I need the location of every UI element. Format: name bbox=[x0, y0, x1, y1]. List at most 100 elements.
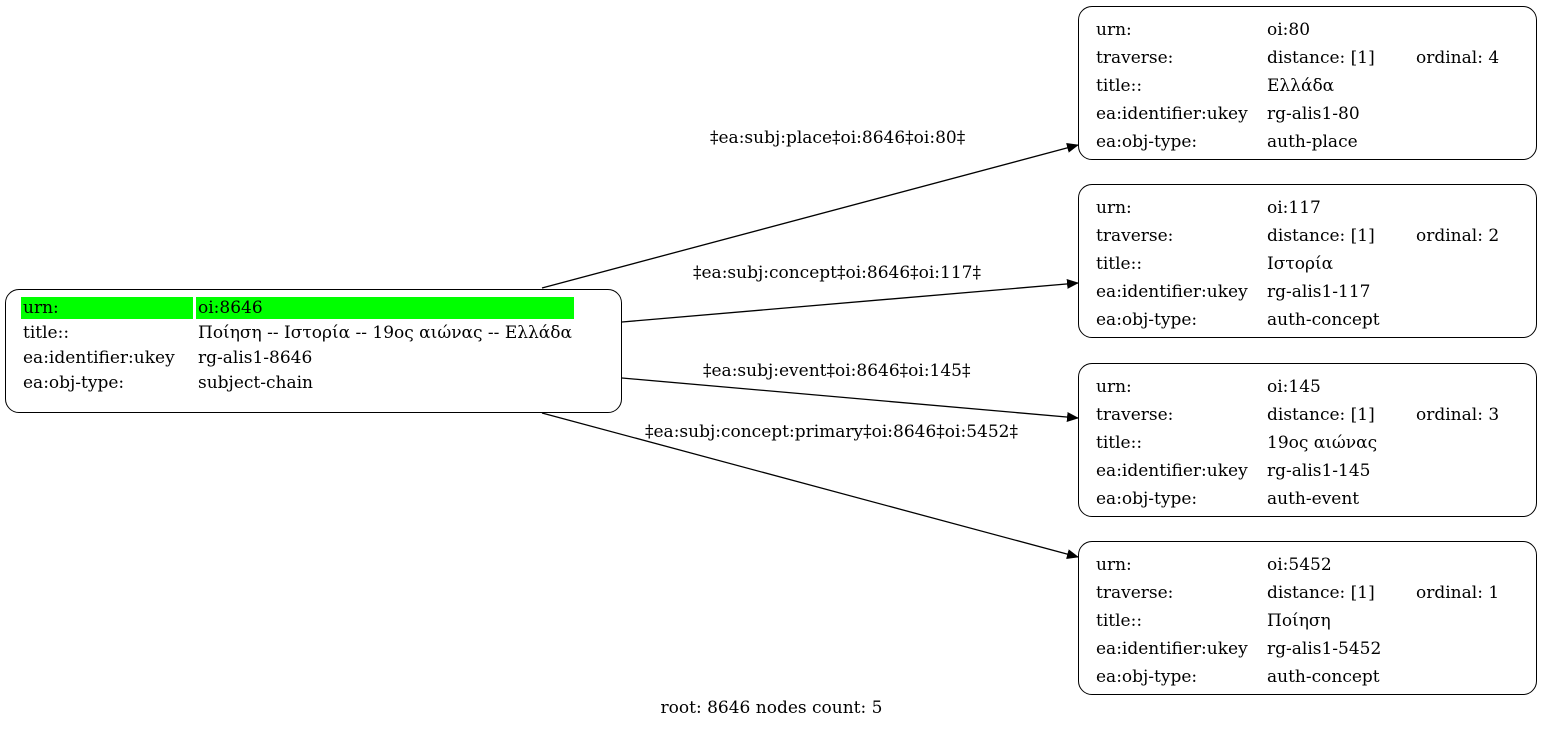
node-empty-cell bbox=[1414, 75, 1501, 97]
root-type-key: ea:obj-type: bbox=[23, 373, 125, 393]
node-type-key: ea:obj-type: bbox=[1096, 310, 1198, 330]
node-type-key: ea:obj-type: bbox=[1096, 667, 1198, 687]
node-traverse-row: traverse: distance: [1] ordinal: 3 bbox=[1094, 404, 1501, 426]
node-ukey-key: ea:identifier:ukey bbox=[1096, 639, 1248, 659]
node-ordinal: ordinal: 2 bbox=[1416, 226, 1500, 246]
edge-label-concept-primary: ‡ea:subj:concept:primary‡oi:8646‡oi:5452… bbox=[645, 422, 1018, 442]
node-table: urn: oi:117 traverse: distance: [1] ordinal… bbox=[1091, 191, 1504, 337]
root-urn-value: oi:8646 bbox=[196, 297, 574, 319]
node-title-row: title::Ελλάδα bbox=[1094, 75, 1501, 97]
node-ukey-key: ea:identifier:ukey bbox=[1096, 104, 1248, 124]
root-urn-key: urn: bbox=[21, 297, 193, 319]
node-urn-value: oi:5452 bbox=[1267, 555, 1332, 575]
edge-label-event: ‡ea:subj:event‡oi:8646‡oi:145‡ bbox=[703, 361, 971, 381]
node-empty-cell bbox=[1414, 19, 1501, 41]
node-title-value: Ποίηση bbox=[1267, 611, 1331, 631]
node-urn-row: urn: oi:5452 bbox=[1094, 554, 1501, 576]
node-urn-row: urn: oi:117 bbox=[1094, 197, 1501, 219]
edge-label-place: ‡ea:subj:place‡oi:8646‡oi:80‡ bbox=[710, 128, 966, 148]
node-title-row: title::19ος αιώνας bbox=[1094, 432, 1501, 454]
node-empty-cell bbox=[1414, 666, 1501, 688]
root-node-table: urn: oi:8646 title:: Ποίηση -- Ιστορία -… bbox=[18, 294, 577, 397]
root-title-row: title:: Ποίηση -- Ιστορία -- 19ος αιώνας… bbox=[21, 322, 574, 344]
node-distance: distance: [1] bbox=[1267, 405, 1375, 425]
node-type-value: auth-concept bbox=[1267, 310, 1380, 330]
node-empty-cell bbox=[1414, 253, 1501, 275]
node-urn-key: urn: bbox=[1096, 555, 1132, 575]
node-title-value: 19ος αιώνας bbox=[1267, 433, 1378, 453]
node-oi-5452[interactable]: urn: oi:5452 traverse: distance: [1] ordina… bbox=[1078, 541, 1537, 695]
edge-line-concept bbox=[621, 278, 1079, 323]
node-type-row: ea:obj-type:auth-event bbox=[1094, 488, 1501, 510]
node-ordinal: ordinal: 4 bbox=[1416, 48, 1500, 68]
node-empty-cell bbox=[1414, 281, 1501, 303]
root-urn-row: urn: oi:8646 bbox=[21, 297, 574, 319]
node-distance: distance: [1] bbox=[1267, 583, 1375, 603]
node-ukey-key: ea:identifier:ukey bbox=[1096, 282, 1248, 302]
node-title-key: title:: bbox=[1096, 433, 1143, 453]
edge-line-place bbox=[541, 143, 1079, 289]
root-node[interactable]: urn: oi:8646 title:: Ποίηση -- Ιστορία -… bbox=[5, 289, 622, 413]
node-empty-cell bbox=[1414, 197, 1501, 219]
node-empty-cell bbox=[1414, 638, 1501, 660]
node-urn-value: oi:145 bbox=[1267, 377, 1321, 397]
node-distance: distance: [1] bbox=[1267, 226, 1375, 246]
node-urn-key: urn: bbox=[1096, 377, 1132, 397]
node-oi-117[interactable]: urn: oi:117 traverse: distance: [1] ordinal… bbox=[1078, 184, 1537, 338]
node-traverse-row: traverse: distance: [1] ordinal: 4 bbox=[1094, 47, 1501, 69]
root-title-value: Ποίηση -- Ιστορία -- 19ος αιώνας -- Ελλά… bbox=[198, 323, 572, 343]
node-ukey-row: ea:identifier:ukey rg-alis1-80 bbox=[1094, 103, 1501, 125]
root-title-key: title:: bbox=[23, 323, 70, 343]
node-empty-cell bbox=[1414, 309, 1501, 331]
node-empty-cell bbox=[1414, 376, 1501, 398]
root-ukey-value: rg-alis1-8646 bbox=[198, 348, 313, 368]
node-empty-cell bbox=[1414, 554, 1501, 576]
node-type-row: ea:obj-type: auth-place bbox=[1094, 131, 1501, 153]
node-urn-row: urn: oi:145 bbox=[1094, 376, 1501, 398]
node-type-value: auth-concept bbox=[1267, 667, 1380, 687]
node-title-value: Ιστορία bbox=[1267, 254, 1334, 274]
node-empty-cell bbox=[1414, 432, 1501, 454]
node-traverse-key: traverse: bbox=[1096, 405, 1174, 425]
node-empty-cell bbox=[1414, 610, 1501, 632]
node-type-row: ea:obj-type: auth-concept bbox=[1094, 309, 1501, 331]
node-table: urn: oi:80 traverse: distance: [1] ordinal:… bbox=[1091, 13, 1504, 159]
node-ukey-value: rg-alis1-80 bbox=[1267, 104, 1360, 124]
node-urn-row: urn: oi:80 bbox=[1094, 19, 1501, 41]
node-type-value: auth-place bbox=[1267, 132, 1358, 152]
root-ukey-key: ea:identifier:ukey bbox=[23, 348, 175, 368]
node-oi-145[interactable]: urn: oi:145 traverse: distance: [1] ordinal… bbox=[1078, 363, 1537, 517]
node-ukey-value: rg-alis1-117 bbox=[1267, 282, 1371, 302]
node-ordinal: ordinal: 3 bbox=[1416, 405, 1500, 425]
edge-line-concept-primary bbox=[541, 412, 1079, 559]
node-type-key: ea:obj-type: bbox=[1096, 132, 1198, 152]
node-ordinal: ordinal: 1 bbox=[1416, 583, 1500, 603]
root-type-value: subject-chain bbox=[198, 373, 313, 393]
node-type-key: ea:obj-type: bbox=[1096, 489, 1198, 509]
node-urn-key: urn: bbox=[1096, 20, 1132, 40]
edge-line-event bbox=[621, 377, 1079, 423]
node-title-key: title:: bbox=[1096, 76, 1143, 96]
graph-footer: root: 8646 nodes count: 5 bbox=[660, 698, 883, 718]
node-urn-value: oi:80 bbox=[1267, 20, 1311, 40]
node-title-row: title::Ποίηση bbox=[1094, 610, 1501, 632]
node-urn-value: oi:117 bbox=[1267, 198, 1321, 218]
node-title-value: Ελλάδα bbox=[1267, 76, 1335, 96]
node-distance: distance: [1] bbox=[1267, 48, 1375, 68]
node-table: urn: oi:145 traverse: distance: [1] ordinal… bbox=[1091, 370, 1504, 516]
node-title-row: title::Ιστορία bbox=[1094, 253, 1501, 275]
node-traverse-key: traverse: bbox=[1096, 583, 1174, 603]
node-urn-key: urn: bbox=[1096, 198, 1132, 218]
node-ukey-row: ea:identifier:ukey rg-alis1-117 bbox=[1094, 281, 1501, 303]
root-ukey-row: ea:identifier:ukey rg-alis1-8646 bbox=[21, 347, 574, 369]
node-oi-80[interactable]: urn: oi:80 traverse: distance: [1] ordinal:… bbox=[1078, 6, 1537, 160]
node-empty-cell bbox=[1414, 103, 1501, 125]
edge-label-concept: ‡ea:subj:concept‡oi:8646‡oi:117‡ bbox=[693, 263, 981, 283]
node-traverse-key: traverse: bbox=[1096, 226, 1174, 246]
node-empty-cell bbox=[1414, 460, 1501, 482]
node-title-key: title:: bbox=[1096, 611, 1143, 631]
node-traverse-key: traverse: bbox=[1096, 48, 1174, 68]
root-type-row: ea:obj-type: subject-chain bbox=[21, 372, 574, 394]
